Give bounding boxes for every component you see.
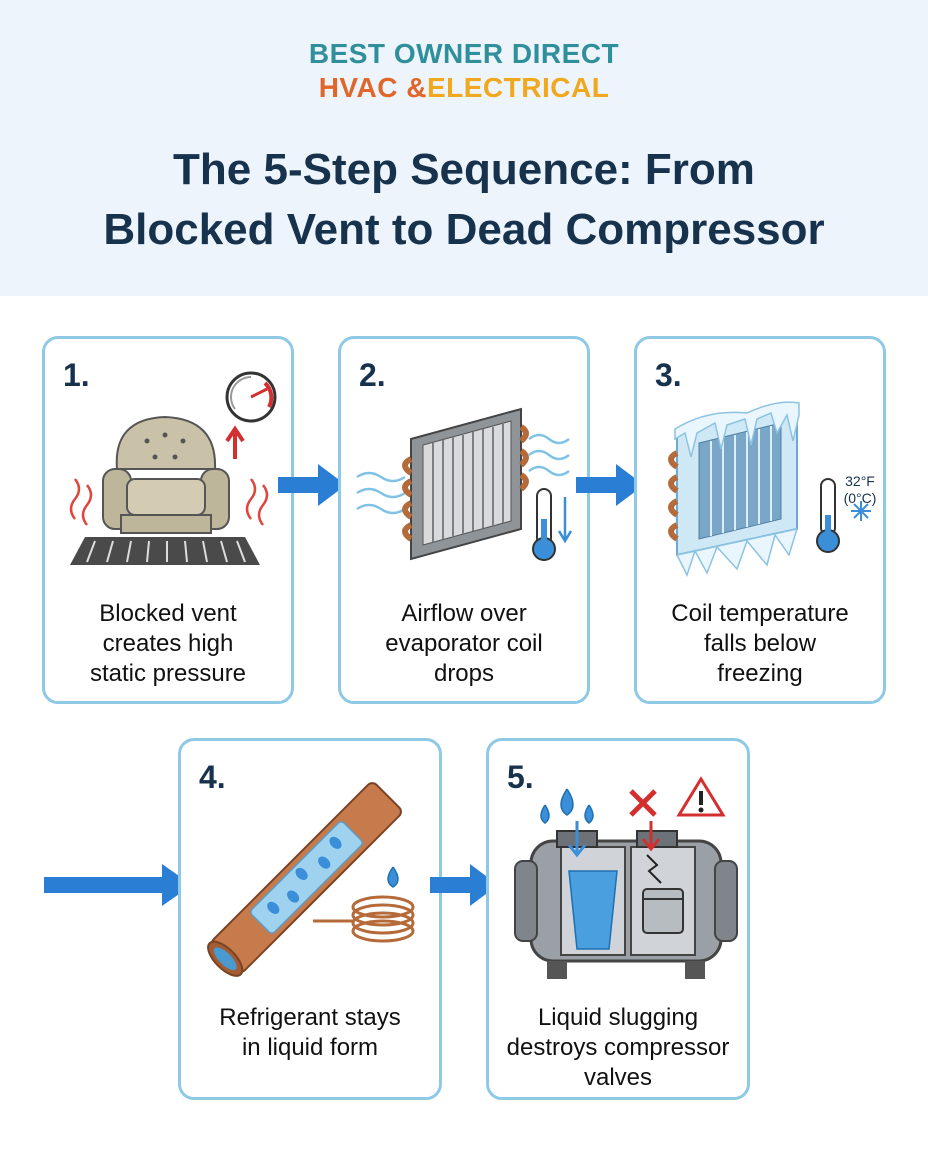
caption-line: creates high: [102, 630, 234, 657]
caption-line: in liquid form: [241, 1034, 379, 1061]
caption-line: drops: [433, 660, 495, 687]
step-card-3: 3. 32°F (0°C) Coil temperature falls bel…: [634, 336, 886, 704]
caption-line: Refrigerant stays: [219, 1004, 401, 1031]
caption-line: evaporator coil: [385, 630, 543, 657]
brand-hvac: HVAC &: [318, 72, 427, 103]
page-title: The 5-Step Sequence: From Blocked Vent t…: [0, 140, 928, 260]
arrow-right-icon: [430, 864, 498, 906]
step-caption: Refrigerant stays in liquid form: [191, 1003, 429, 1063]
frozen-coil-icon: [668, 401, 871, 577]
temp-label: 32°F (0°C): [835, 473, 885, 507]
refrigerant-pipe-icon: [207, 782, 415, 977]
evaporator-coil-icon: [356, 407, 573, 561]
caption-line: static pressure: [89, 660, 247, 687]
title-line-1: The 5-Step Sequence: From: [173, 145, 755, 194]
step-caption: Blocked vent creates high static pressur…: [55, 599, 281, 689]
step-caption: Coil temperature falls below freezing: [647, 599, 873, 689]
caption-line: destroys compressor: [506, 1034, 730, 1061]
step-card-1: 1. Blocked vent creates high: [42, 336, 294, 704]
step-card-5: 5. Liquid slugging destroys compressor v…: [486, 738, 750, 1100]
step-number: 4.: [199, 759, 226, 795]
armchair-over-vent-icon: [69, 371, 277, 565]
arrow-right-icon: [44, 864, 192, 906]
step-number: 5.: [507, 759, 534, 795]
step-card-4: 4. Refrigerant stays in liquid form: [178, 738, 442, 1100]
arrow-right-icon: [278, 464, 346, 506]
header-banner: BEST OWNER DIRECT HVAC &ELECTRICAL The 5…: [0, 0, 928, 296]
step-caption: Airflow over evaporator coil drops: [351, 599, 577, 689]
step-number: 2.: [359, 357, 386, 393]
arrow-right-icon: [576, 464, 644, 506]
brand-electrical: ELECTRICAL: [426, 72, 610, 103]
caption-line: Blocked vent: [99, 600, 237, 627]
temp-label-c: (0°C): [843, 490, 877, 506]
caption-line: Liquid slugging: [537, 1004, 699, 1031]
brand-subtitle: HVAC &ELECTRICAL: [0, 72, 928, 104]
caption-line: falls below: [703, 630, 817, 657]
caption-line: freezing: [717, 660, 803, 687]
caption-line: valves: [583, 1064, 653, 1091]
step-card-2: 2. Airflow over evaporator coil drops: [338, 336, 590, 704]
compressor-icon: [514, 776, 738, 979]
caption-line: Coil temperature: [671, 600, 849, 627]
caption-line: Airflow over: [401, 600, 527, 627]
step-number: 3.: [655, 357, 682, 393]
step-caption: Liquid slugging destroys compressor valv…: [499, 1003, 737, 1093]
title-line-2: Blocked Vent to Dead Compressor: [103, 205, 825, 254]
temp-label-f: 32°F: [845, 473, 875, 489]
step-number: 1.: [63, 357, 90, 393]
brand-name: BEST OWNER DIRECT: [308, 38, 620, 69]
